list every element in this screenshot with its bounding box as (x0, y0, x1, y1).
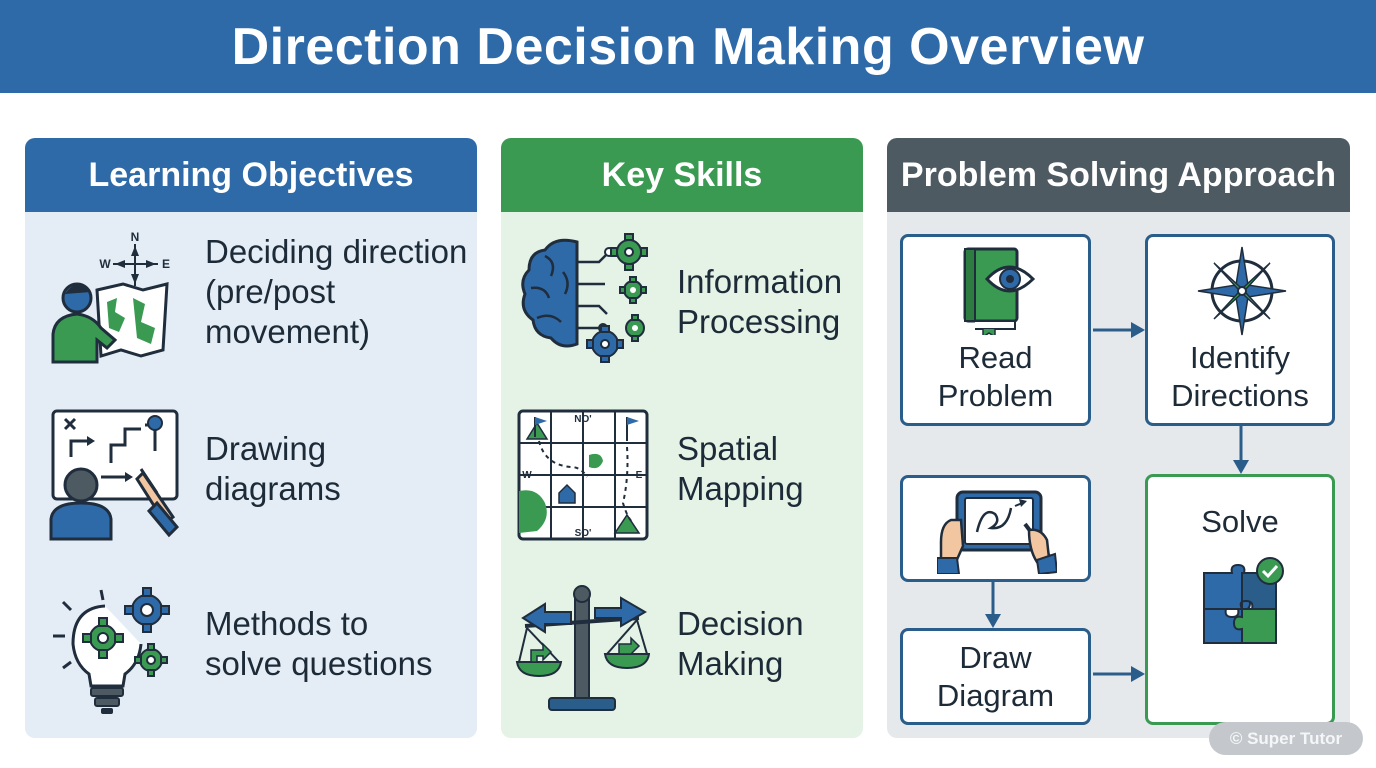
objective-item-direction: N S E W Deciding direction (pre/post mov… (25, 232, 477, 382)
skill-text-spatial: Spatial Mapping (677, 430, 804, 507)
step-identify-directions: Identify Directions (1145, 234, 1335, 426)
compass-e-label: E (162, 257, 170, 271)
book-eye-icon (953, 245, 1043, 335)
problem-solving-header: Problem Solving Approach (887, 138, 1350, 212)
step-solve: Solve (1145, 474, 1335, 725)
skill-item-information: Information Processing (501, 232, 863, 382)
map-e-label: E (636, 470, 643, 481)
objective-item-methods: Methods to solve questions (25, 582, 477, 732)
problem-solving-panel: Problem Solving Approach (887, 138, 1350, 738)
objective-text-direction: Deciding direction (pre/post movement) (205, 233, 468, 350)
person-drawing-diagram-icon (45, 407, 180, 542)
step-drawing-icon-box (900, 475, 1091, 582)
hands-tablet-icon (937, 484, 1057, 574)
objective-text-diagrams: Drawing diagrams (205, 430, 341, 507)
title-banner: Direction Decision Making Overview (0, 0, 1376, 93)
map-n-label: NO' (574, 414, 591, 425)
skill-text-decision: Decision Making (677, 605, 804, 682)
step-identify-label: Identify Directions (1171, 340, 1309, 413)
learning-objectives-header: Learning Objectives (25, 138, 477, 212)
key-skills-panel: Key Skills (501, 138, 863, 738)
flow-arrows (985, 322, 1249, 682)
learning-objectives-panel: Learning Objectives N S E W (25, 138, 477, 738)
skill-text-information: Information Processing (677, 263, 843, 340)
map-w-label: W (522, 470, 532, 481)
brain-gears-icon (515, 232, 650, 367)
step-read-problem: Read Problem (900, 234, 1091, 426)
puzzle-check-icon (1198, 557, 1288, 647)
objective-text-methods: Methods to solve questions (205, 605, 433, 682)
compass-rose-icon (1194, 243, 1290, 339)
lightbulb-gears-icon (45, 582, 180, 717)
objective-item-diagrams: Drawing diagrams (25, 407, 477, 557)
skill-item-decision: Decision Making (501, 582, 863, 732)
step-draw-label: Draw Diagram (936, 640, 1055, 713)
compass-w-label: W (99, 257, 111, 271)
grid-map-icon: NO' SO' E W (515, 407, 650, 542)
balance-arrows-icon (515, 582, 650, 717)
step-solve-label: Solve (1201, 504, 1279, 539)
compass-n-label: N (131, 232, 140, 244)
key-skills-header: Key Skills (501, 138, 863, 212)
person-with-map-compass-icon: N S E W (45, 232, 180, 367)
watermark: © Super Tutor (1209, 722, 1363, 755)
skill-item-spatial: NO' SO' E W Spatial Mapping (501, 407, 863, 557)
step-read-label: Read Problem (937, 340, 1054, 413)
page-title: Direction Decision Making Overview (231, 17, 1145, 76)
step-draw-diagram: Draw Diagram (900, 628, 1091, 725)
map-s-label: SO' (575, 528, 592, 539)
